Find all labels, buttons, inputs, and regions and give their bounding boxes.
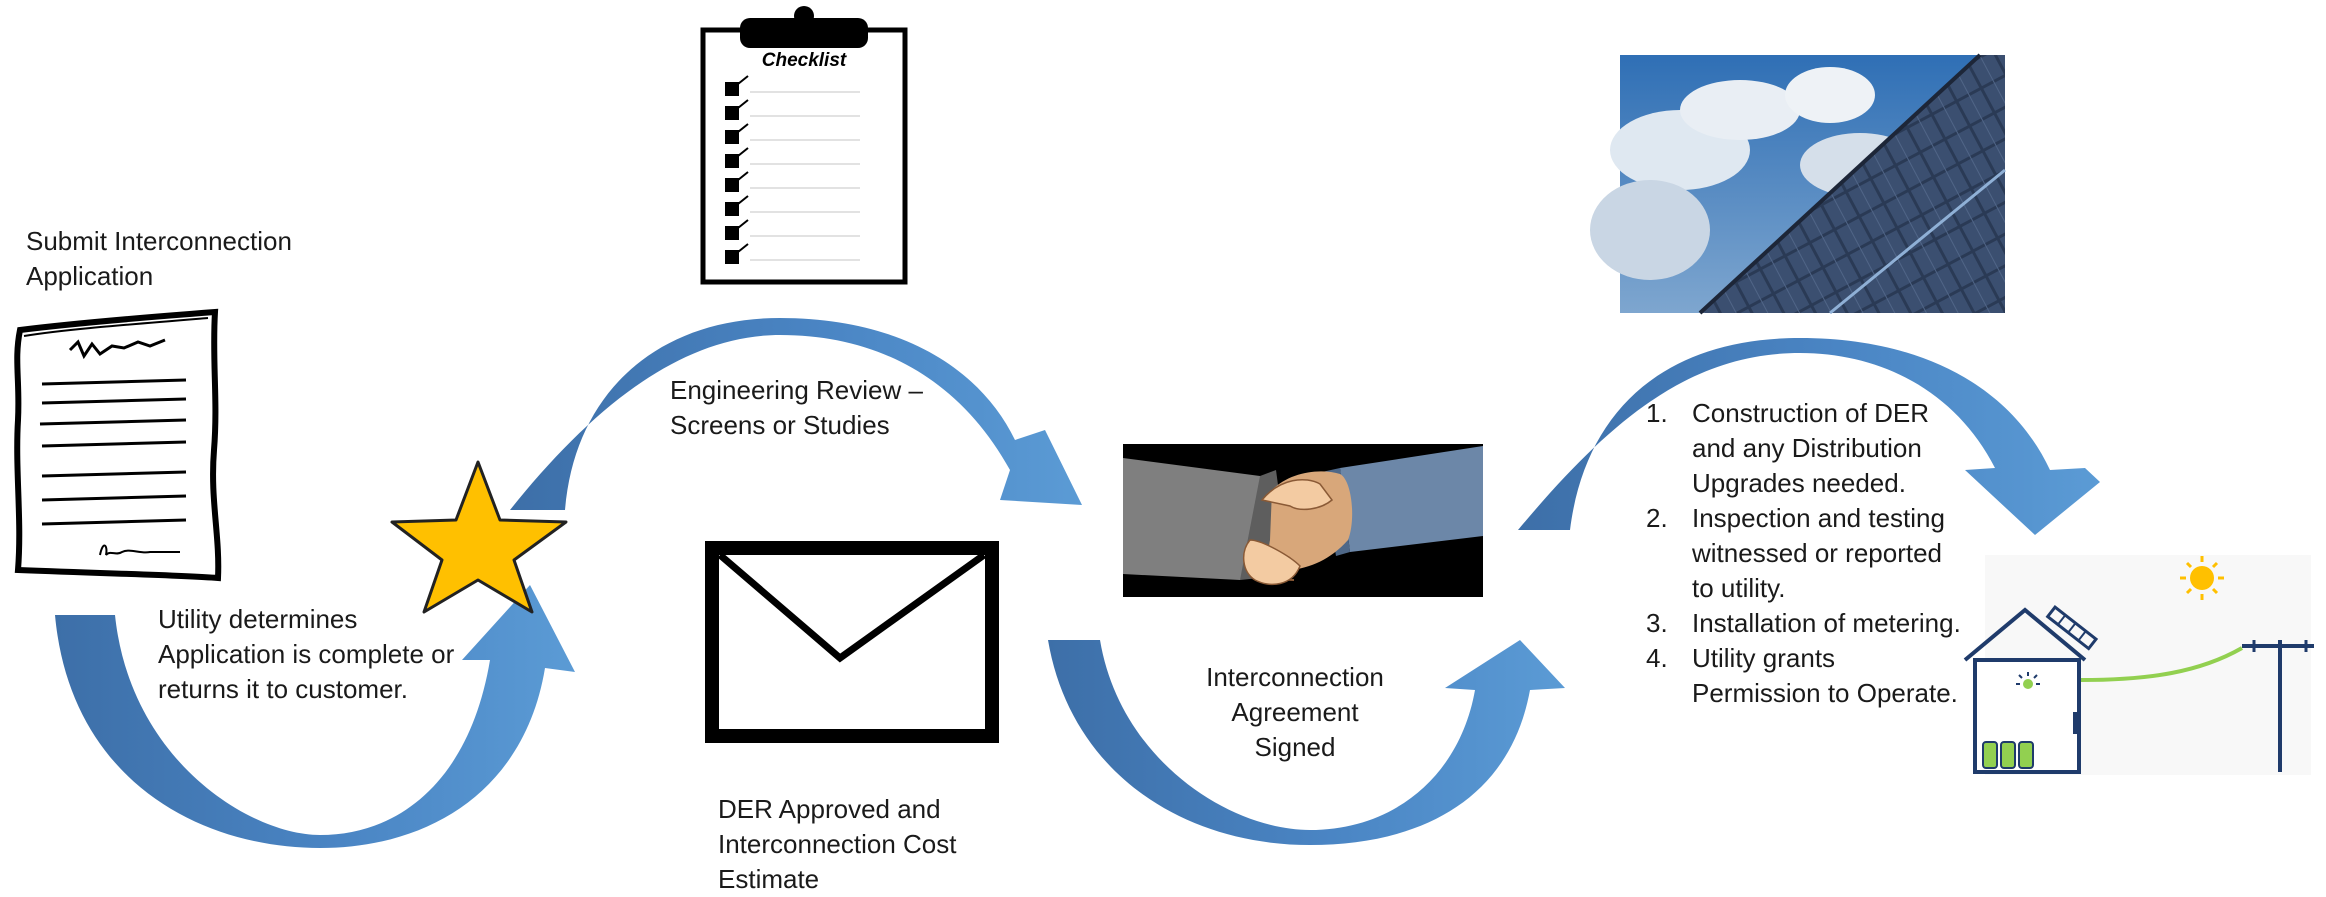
step-number: 4.	[1646, 643, 1668, 673]
step-text: Installation of metering.	[1692, 608, 1961, 638]
step-number: 3.	[1646, 608, 1668, 638]
curved-arrow-1	[55, 585, 575, 848]
handshake-icon	[1123, 444, 1483, 597]
envelope-icon	[705, 541, 999, 743]
house-grid-icon	[1963, 555, 2314, 775]
final-steps-list: 1. Construction of DER and any Distributi…	[1640, 396, 1961, 711]
curved-arrow-3	[1048, 640, 1565, 845]
checklist-title: Checklist	[762, 50, 847, 71]
final-step-item: 1. Construction of DER and any Distributi…	[1640, 396, 1961, 501]
sun-icon	[2180, 556, 2224, 600]
step-text: Inspection and testing witnessed or repo…	[1692, 503, 1945, 603]
submit-application-label: Submit Interconnection Application	[26, 226, 292, 291]
step-text: Utility grants Permission to Operate.	[1692, 643, 1958, 708]
final-step-item: 3. Installation of metering.	[1640, 606, 1961, 641]
utility-determines-label: Utility determines Application is comple…	[158, 604, 455, 704]
step-number: 2.	[1646, 503, 1668, 533]
engineering-review-label: Engineering Review – Screens or Studies	[670, 375, 923, 440]
step-text: Construction of DER and any Distribution…	[1692, 398, 1929, 498]
star-icon	[390, 460, 568, 614]
solar-panel-image	[1590, 53, 2006, 315]
final-step-item: 4. Utility grants Permission to Operate.	[1640, 641, 1961, 711]
step-number: 1.	[1646, 398, 1668, 428]
der-approved-label: DER Approved and Interconnection Cost Es…	[718, 794, 957, 894]
curved-arrow-4	[1518, 338, 2100, 535]
agreement-signed-label: Interconnection Agreement Signed	[1206, 662, 1384, 762]
document-icon	[14, 308, 222, 582]
checklist-icon	[700, 6, 908, 285]
curved-arrow-2	[510, 318, 1082, 510]
final-step-item: 2. Inspection and testing witnessed or re…	[1640, 501, 1961, 606]
